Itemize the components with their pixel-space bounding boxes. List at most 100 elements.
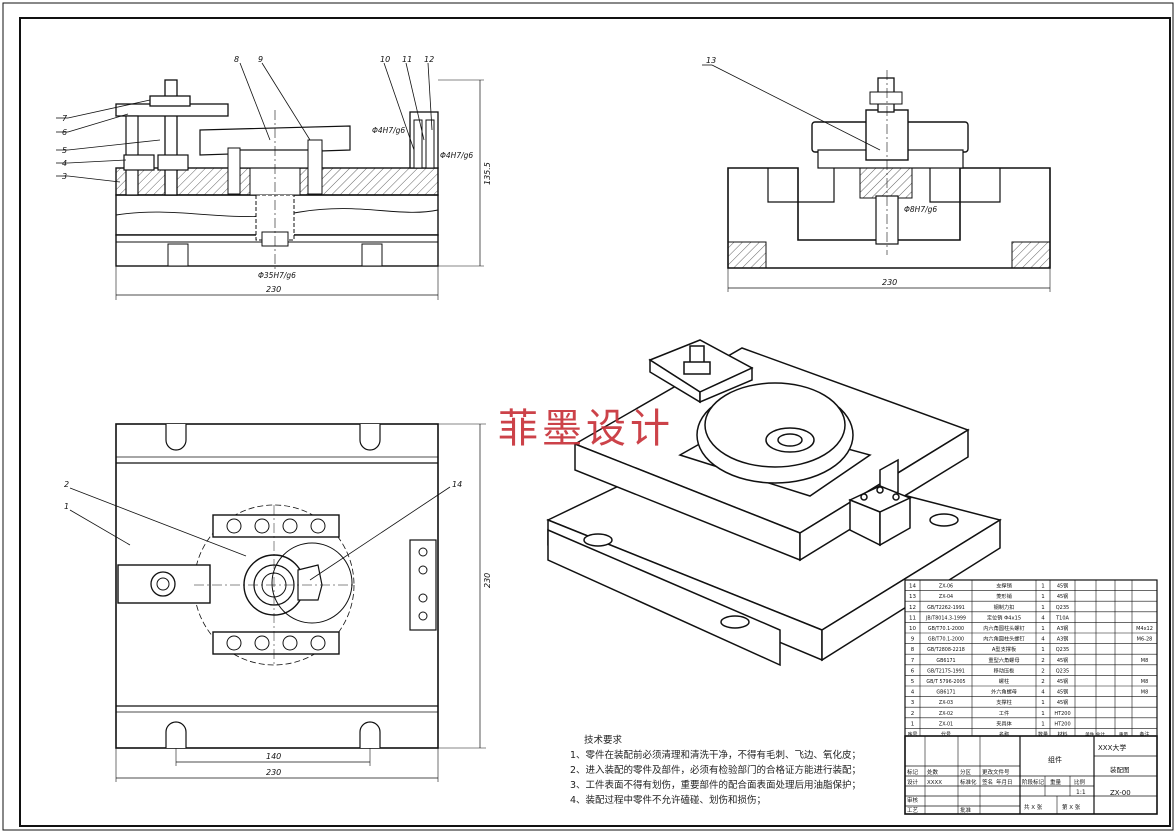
approve-label: 批准 [960, 806, 972, 814]
bom-row-code: GB6171 [936, 690, 955, 696]
bom-row-qty: 1 [1041, 721, 1045, 727]
balloon-12: 12 [424, 55, 434, 64]
bom-row-material: HT200 [1054, 711, 1070, 717]
inner-border [19, 17, 1171, 827]
bom-row-no: 3 [911, 700, 915, 706]
bom-header-qty: 数量 [1038, 731, 1048, 738]
top-view: 2 1 14 140 230 230 [64, 423, 492, 782]
fit-label-2: Φ4H7/g6 [440, 151, 473, 160]
drawing-label: 装配图 [1110, 765, 1130, 774]
sign-label: 签名 [982, 778, 993, 786]
watermark: 菲墨设计 [498, 406, 674, 452]
bom-row-material: 45钢 [1057, 699, 1068, 706]
sheet-number: 第 X 张 [1062, 803, 1081, 811]
balloon-3: 3 [62, 172, 67, 181]
process-label: 工艺 [907, 807, 919, 814]
bom-row-code: ZX-03 [939, 700, 953, 706]
top-height-dimension: 230 [483, 573, 492, 588]
bom-row-no: 8 [911, 647, 915, 653]
balloon-9: 9 [258, 55, 263, 64]
bom-row-qty: 1 [1041, 700, 1045, 706]
bom-row-qty: 1 [1041, 626, 1045, 632]
bom-row-qty: 4 [1041, 615, 1045, 621]
bom-row-code: GB/T70.1-2000 [928, 637, 964, 643]
designer-name: XXXX [927, 780, 942, 786]
bom-header-code: 代号 [941, 731, 951, 738]
bom-row-code: GB/T2175-1991 [927, 668, 965, 674]
bom-row-qty: 2 [1041, 658, 1045, 664]
side-fit-label: Φ8H7/g6 [904, 205, 937, 214]
tech-req-item-4: 4、装配过程中零件不允许磕碰、划伤和损伤； [570, 795, 767, 806]
bom-row-material: HT200 [1054, 721, 1070, 727]
bom-row-name: 外六角螺母 [991, 688, 1017, 696]
stage-label: 阶段标记 [1022, 778, 1045, 786]
side-width-dimension: 230 [882, 278, 897, 287]
review-label: 审核 [907, 796, 919, 804]
tech-req-title: 技术要求 [584, 735, 623, 746]
side-view: 13 Φ8H7/g6 230 [702, 56, 1051, 292]
weight-label: 重量 [1050, 778, 1062, 786]
design-label: 设计 [907, 778, 919, 786]
bom-row-no: 4 [911, 690, 915, 696]
bom-row-code: GB/T 5796-2005 [926, 679, 965, 685]
bom-row-qty: 1 [1041, 711, 1045, 717]
bom-row-no: 5 [911, 679, 915, 685]
bom-row-material: 45钢 [1057, 657, 1068, 664]
bom-row-name: 定位销 Φ4x15 [987, 613, 1021, 621]
balloon-10: 10 [380, 55, 390, 64]
bom-row-name: 重型六角螺母 [988, 656, 1019, 664]
bom-row-no: 2 [911, 711, 915, 717]
bom-row-name: 螺柱 [999, 677, 1009, 685]
balloon-2: 2 [64, 480, 69, 489]
bom-row-name: 支撑销 [996, 582, 1012, 590]
bom-row-qty: 4 [1041, 637, 1045, 643]
bom-row-no: 13 [909, 594, 916, 600]
bom-row-qty: 4 [1041, 690, 1045, 696]
bom-row-note: M8 [1141, 679, 1149, 685]
bom-row-material: T10A [1055, 615, 1069, 621]
bom-row-qty: 2 [1041, 668, 1045, 674]
bom-row-material: A3钢 [1057, 625, 1069, 632]
sheets-total: 共 X 张 [1024, 803, 1043, 811]
fit-label-1: Φ4H7/g6 [372, 126, 405, 135]
bom-row-qty: 2 [1041, 679, 1045, 685]
zone-label: 分区 [960, 768, 972, 776]
bom-row-note: M4x12 [1136, 626, 1153, 632]
bom-row-name: 菱形销 [996, 592, 1012, 600]
tech-req-item-1: 1、零件在装配前必须清理和清洗干净，不得有毛刺、飞边、氧化皮； [570, 750, 862, 761]
bom-row-code: GB/T70.1-2000 [928, 626, 964, 632]
bom-row-material: Q235 [1056, 647, 1069, 653]
school-name: XXX大学 [1098, 743, 1126, 752]
tech-req-item-3: 3、工件表面不得有划伤，重要部件的配合面表面处理后用油脂保护； [570, 780, 862, 791]
front-view: 7 6 5 4 3 8 9 10 11 12 Φ4H7/g6 Φ4H7/g6 Φ… [56, 55, 492, 300]
bom-row-name: 支撑柱 [996, 698, 1012, 706]
balloon-6: 6 [62, 128, 67, 137]
balloon-14: 14 [452, 480, 462, 489]
change-label: 更改文件号 [982, 768, 1010, 776]
bom-row-code: ZX-04 [939, 594, 953, 600]
bom-row-qty: 1 [1041, 647, 1045, 653]
bom-row-no: 1 [911, 721, 915, 727]
balloon-7: 7 [62, 114, 68, 123]
bom-row-no: 14 [909, 584, 916, 590]
bom-row-qty: 1 [1041, 584, 1045, 590]
technical-requirements: 技术要求 1、零件在装配前必须清理和清洗干净，不得有毛刺、飞边、氧化皮； 2、进… [570, 733, 861, 808]
outer-width-dimension: 230 [266, 768, 281, 777]
bom-row-material: Q235 [1056, 668, 1069, 674]
assembly-label: 组件 [1048, 755, 1062, 764]
bom-row-name: 内六角圆柱头螺钉 [983, 635, 1025, 643]
bom-row-qty: 1 [1041, 594, 1045, 600]
bom-row-no: 6 [911, 668, 915, 674]
bom-row-code: GB6171 [936, 658, 955, 664]
bom-row-material: 45钢 [1057, 593, 1068, 600]
balloon-4: 4 [62, 159, 67, 168]
std-label: 标准化 [960, 778, 977, 786]
bom-row-code: ZX-02 [939, 711, 953, 717]
bom-row-name: A型支撑板 [992, 645, 1017, 653]
fit-label-3: Φ35H7/g6 [258, 271, 296, 280]
bom-row-no: 12 [909, 605, 916, 611]
bom-header-unit-total: 单件 总计 [1085, 731, 1105, 738]
